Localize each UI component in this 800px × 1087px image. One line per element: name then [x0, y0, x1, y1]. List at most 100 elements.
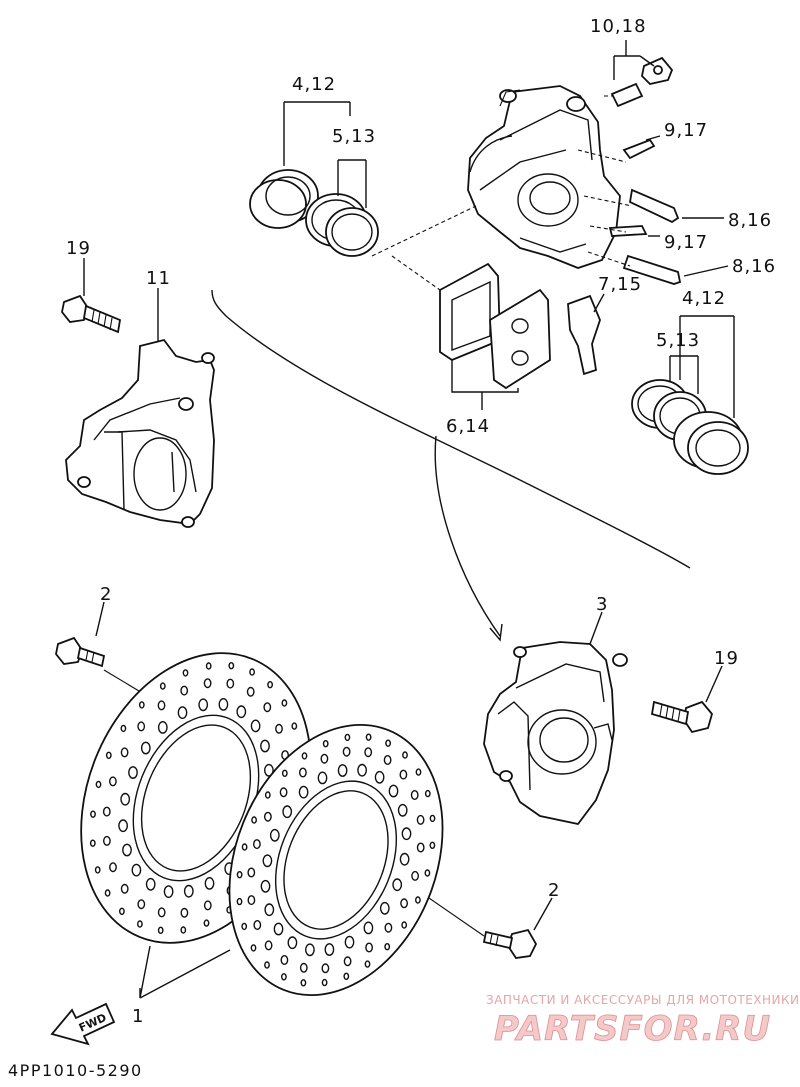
disc-hole: [415, 768, 422, 776]
disc-hole: [180, 926, 187, 934]
disc-hole: [429, 841, 436, 849]
disc-bolt-top: [55, 636, 106, 668]
disc-hole: [138, 701, 145, 709]
disc-hole: [205, 662, 212, 670]
disc-hole: [287, 936, 298, 950]
callout-10-18: 10,18: [590, 16, 647, 37]
pistons-seals-upper: [249, 169, 379, 257]
disc-hole: [399, 852, 410, 866]
disc-hole: [264, 961, 270, 969]
disc-hole: [365, 942, 373, 953]
disc-hole: [236, 897, 243, 906]
disc-hole: [180, 685, 189, 696]
left-caliper: [65, 338, 215, 528]
disc-hole: [95, 780, 102, 789]
disc-hole: [122, 843, 132, 857]
disc-hole: [324, 943, 335, 956]
disc-hole: [363, 921, 374, 935]
callout-9-17-b: 9,17: [664, 232, 708, 253]
disc-hole: [180, 907, 189, 918]
disc-hole: [424, 869, 431, 877]
disc-hole: [273, 922, 284, 936]
disc-hole: [90, 810, 96, 818]
disc-hole: [163, 885, 174, 898]
forward-arrow-icon: FWD: [50, 1002, 116, 1046]
disc-hole: [228, 662, 235, 670]
disc-hole: [218, 698, 229, 711]
callout-4-12-right: 4,12: [682, 288, 726, 309]
leader-lines: [83, 40, 735, 999]
disc-hole: [105, 751, 112, 759]
disc-hole: [337, 764, 348, 777]
disc-hole: [401, 921, 408, 929]
disc-hole: [137, 899, 146, 910]
disc-hole: [416, 842, 425, 853]
disc-hole: [89, 839, 96, 847]
callout-4-12-top: 4,12: [292, 74, 336, 95]
disc-hole: [264, 791, 271, 799]
disc-hole: [263, 763, 274, 777]
bolt-top-line: [103, 669, 145, 695]
callout-5-13-top: 5,13: [332, 126, 376, 147]
disc-hole: [344, 733, 351, 742]
disc-hole: [203, 900, 212, 911]
disc-hole: [281, 699, 288, 707]
caliper-group-bracket: [211, 289, 691, 569]
diagram-reference-code: 4PP1010-5290: [8, 1061, 143, 1080]
disc-hole: [109, 862, 117, 873]
disc-hole: [120, 747, 129, 758]
disc-hole: [104, 889, 111, 897]
disc-hole: [282, 805, 293, 819]
disc-hole: [385, 739, 391, 747]
disc-hole: [320, 753, 329, 764]
caliper-exploded: [467, 85, 621, 269]
disc-hole: [383, 755, 392, 766]
disc-hole: [109, 776, 117, 787]
disc-hole: [322, 740, 329, 748]
disc-hole: [301, 752, 308, 760]
disc-hole: [291, 722, 298, 730]
disc-hole: [343, 972, 350, 980]
disc-hole: [411, 870, 419, 881]
disc-hole: [304, 943, 315, 957]
disc-hole: [246, 686, 255, 697]
disc-hole: [198, 698, 209, 712]
disc-hole: [183, 884, 194, 898]
callout-6-14: 6,14: [446, 416, 490, 437]
disc-hole: [269, 828, 280, 842]
disc-hole: [424, 789, 431, 798]
disc-hole: [103, 835, 111, 846]
disc-hole: [298, 767, 307, 778]
watermark-tagline: ЗАПЧАСТИ И АКСЕССУАРЫ ДЛЯ МОТОТЕХНИКИ: [486, 993, 800, 1007]
disc-hole: [300, 979, 307, 987]
disc-hole: [94, 866, 101, 874]
disc-hole: [247, 895, 256, 906]
disc-hole: [384, 922, 393, 933]
disc-hole: [118, 819, 129, 833]
disc-hole: [364, 960, 371, 968]
disc-hole: [241, 843, 248, 851]
disc-hole: [414, 896, 421, 904]
disc-hole: [263, 811, 272, 822]
disc-hole: [119, 907, 125, 915]
disc-hole: [251, 816, 258, 824]
callout-19-left: 19: [66, 238, 91, 259]
disc-hole: [157, 926, 164, 934]
callout-11: 11: [146, 268, 171, 289]
disc-hole: [136, 920, 143, 928]
slide-pins: [608, 138, 682, 285]
disc-hole: [343, 956, 352, 967]
disc-hole: [250, 944, 257, 952]
disc-hole: [264, 903, 275, 917]
disc-hole: [429, 814, 436, 823]
disc-hole: [157, 907, 166, 918]
disc-hole: [279, 787, 288, 798]
disc-hole: [159, 682, 166, 690]
mounting-bolt-right: [650, 700, 713, 734]
disc-hole: [342, 746, 351, 757]
callout-2-bottom: 2: [548, 880, 560, 901]
callout-8-16-a: 8,16: [728, 210, 772, 231]
disc-hole: [280, 955, 289, 966]
disc-hole: [128, 766, 138, 779]
